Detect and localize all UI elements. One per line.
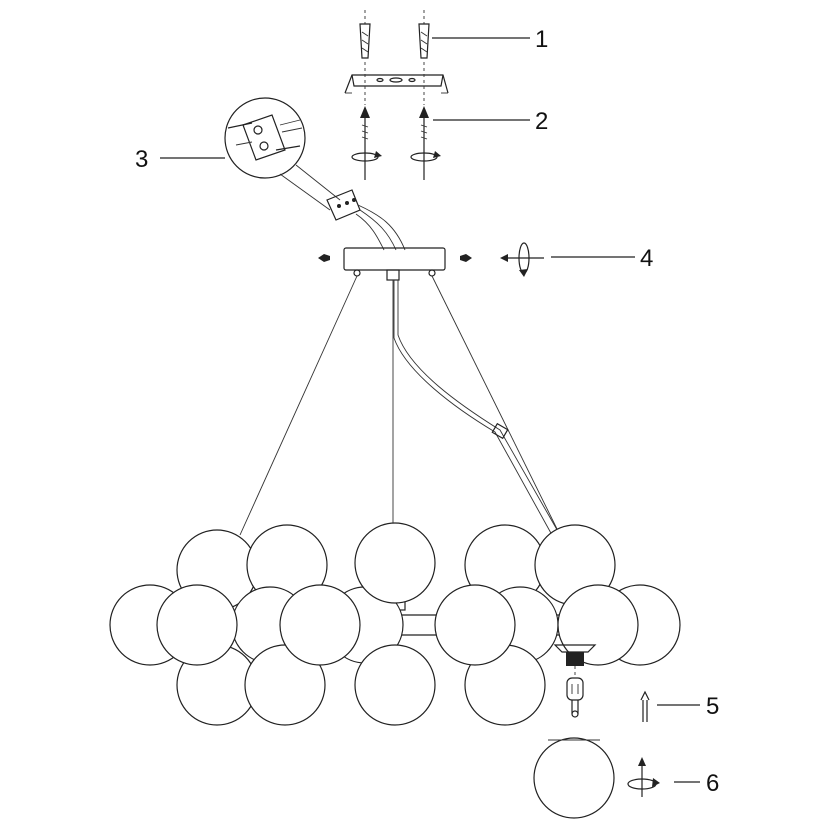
wire-connector-detail: [224, 97, 341, 211]
globes: [109, 522, 681, 726]
screw-icon: [419, 106, 429, 180]
callout-1: 1: [535, 26, 548, 53]
wire-connector-icon: [326, 189, 406, 251]
globe-icon: [279, 584, 361, 666]
screw-icon: [460, 254, 472, 262]
globe-icon: [156, 584, 238, 666]
globe-icon: [434, 584, 516, 666]
mounting-bracket-icon: [344, 62, 449, 105]
screws: [351, 106, 441, 180]
callout-3: 3: [135, 146, 148, 173]
globe-icon: [354, 522, 436, 604]
suspension-cables: [239, 275, 561, 536]
callout-4: 4: [640, 245, 653, 272]
wall-anchor-icon: [418, 10, 430, 59]
leader-lines: [160, 37, 700, 783]
callout-5: 5: [706, 693, 719, 720]
callout-labels: 1 2 3 4 5 6: [135, 26, 719, 797]
rotate-arrow-icon: [410, 151, 441, 162]
up-arrow-icon: [640, 690, 650, 722]
canopy-icon: [343, 247, 446, 281]
bulb-socket: [553, 644, 597, 676]
rotate-arrow-icon: [351, 151, 382, 162]
callout-6: 6: [706, 770, 719, 797]
globe-icon: [533, 737, 615, 819]
wall-anchors: [359, 10, 430, 59]
callout-2: 2: [535, 108, 548, 135]
wall-anchor-icon: [359, 10, 371, 59]
globe-icon: [354, 644, 436, 726]
bulb-icon: [566, 677, 584, 718]
screw-icon: [318, 254, 330, 262]
rotate-arrow-icon: [627, 757, 660, 797]
screw-icon: [360, 106, 370, 180]
rotate-arrow-icon: [500, 242, 544, 277]
